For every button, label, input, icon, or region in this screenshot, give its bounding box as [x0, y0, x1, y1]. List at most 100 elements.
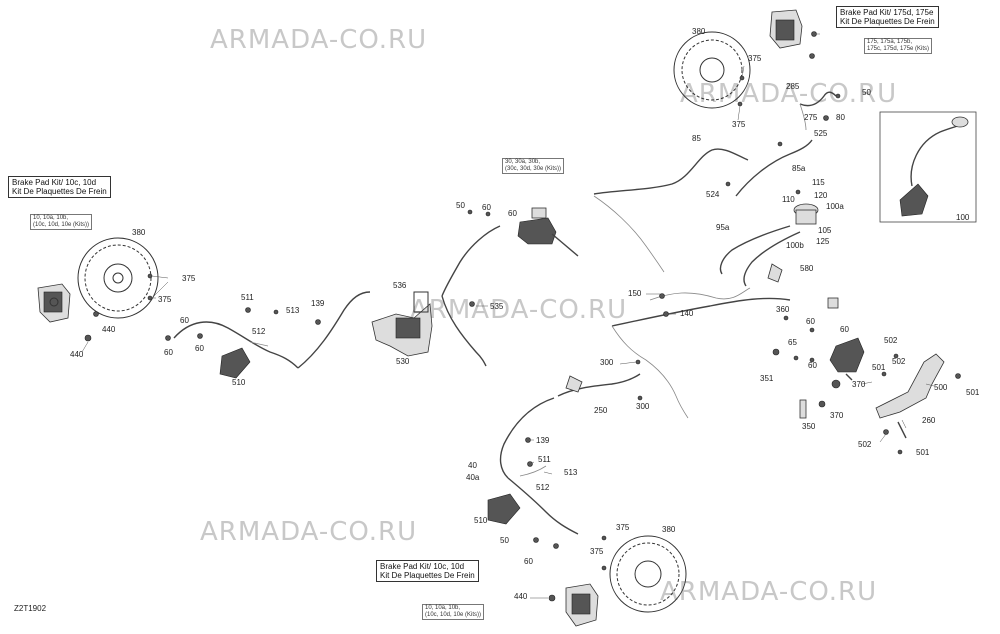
- callout: 105: [818, 226, 832, 235]
- rear-master-cylinder: [799, 297, 865, 419]
- watermark-5: ARMADA-CO.RU: [660, 577, 877, 607]
- callout: 85a: [792, 164, 806, 173]
- watermark-4: ARMADA-CO.RU: [200, 517, 417, 547]
- callout: 440: [102, 325, 116, 334]
- callout: 380: [132, 228, 146, 237]
- callout: 60: [524, 557, 533, 566]
- callout: 535: [490, 302, 504, 311]
- callout: 60: [180, 316, 189, 325]
- callout: 351: [760, 374, 774, 383]
- callout: 380: [662, 525, 676, 534]
- callout: 440: [70, 350, 84, 359]
- callout: 60: [508, 209, 517, 218]
- kit-note-line: 10, 10a, 10b,: [33, 215, 69, 221]
- kit-note-line: 30, 30a, 30b,: [505, 159, 541, 165]
- brake-pedal: [875, 353, 961, 455]
- callout: 60: [164, 348, 173, 357]
- kit-note-line: (10c, 10d, 10e (Kits)): [33, 222, 90, 228]
- callout: 524: [706, 190, 720, 199]
- callout: 512: [536, 483, 550, 492]
- callout: 525: [814, 129, 828, 138]
- callout: 50: [862, 88, 871, 97]
- brake-pad-kit-box-front-right: Brake Pad Kit/ 10c, 10d Kit De Plaquette…: [376, 560, 479, 582]
- brake-line-front-right: [499, 397, 579, 535]
- callout: 60: [482, 203, 491, 212]
- callout: 285: [786, 82, 800, 91]
- brake-hoses: [719, 225, 801, 287]
- callout: 502: [892, 357, 906, 366]
- brake-pad-kit-box-rear: Brake Pad Kit/ 175d, 175e Kit De Plaquet…: [836, 6, 939, 28]
- kit-note-line: 175, 175a, 175b,: [867, 39, 913, 45]
- callout: 500: [934, 383, 948, 392]
- callout: 120: [814, 191, 828, 200]
- misc-hardware: [467, 141, 815, 401]
- callout: 60: [808, 361, 817, 370]
- callout: 60: [840, 325, 849, 334]
- callout: 380: [692, 27, 706, 36]
- callout: 125: [816, 237, 830, 246]
- kit-box-line: Brake Pad Kit/ 10c, 10d: [380, 562, 465, 571]
- callout: 375: [590, 547, 604, 556]
- rear-brake: [673, 9, 841, 131]
- callout: 502: [884, 336, 898, 345]
- kit-box-line: Kit De Plaquettes De Frein: [380, 571, 475, 580]
- callout: 513: [286, 306, 300, 315]
- callout: 139: [311, 299, 325, 308]
- callout: 100a: [826, 202, 844, 211]
- drawing-number: Z2T1902: [14, 604, 47, 613]
- bracket-510-right: [487, 493, 521, 525]
- callout: 80: [836, 113, 845, 122]
- callout: 440: [514, 592, 528, 601]
- abs-module: [371, 291, 433, 357]
- master-cylinder-assembly: [441, 207, 579, 367]
- callout: 580: [800, 264, 814, 273]
- kit-note-rear: 175, 175a, 175b, 175c, 175d, 175e (Kits): [864, 38, 933, 54]
- kit-box-line: Brake Pad Kit/ 175d, 175e: [840, 8, 934, 17]
- watermark-1: ARMADA-CO.RU: [210, 25, 427, 55]
- main-brake-lines: [557, 139, 813, 419]
- watermarks: ARMADA-CO.RU ARMADA-CO.RU ARMADA-CO.RU A…: [200, 25, 896, 607]
- callout: 501: [916, 448, 930, 457]
- callout: 250: [594, 406, 608, 415]
- callout: 370: [830, 411, 844, 420]
- callout: 530: [396, 357, 410, 366]
- callout: 50: [500, 536, 509, 545]
- callout: 510: [474, 516, 488, 525]
- callout: 360: [776, 305, 790, 314]
- callout: 511: [241, 293, 254, 302]
- callout: 375: [748, 54, 762, 63]
- kit-box-line: Brake Pad Kit/ 10c, 10d: [12, 178, 97, 187]
- callout: 513: [564, 468, 578, 477]
- callout: 375: [182, 274, 196, 283]
- kit-note-front-right: 10, 10a, 10b, (10c, 10d, 10e (Kits)): [422, 604, 485, 620]
- callout: 501: [872, 363, 886, 372]
- callout: 375: [158, 295, 172, 304]
- callout: 536: [393, 281, 407, 290]
- callout: 85: [692, 134, 701, 143]
- callout: 375: [732, 120, 746, 129]
- callout: 110: [782, 195, 795, 204]
- callout: 350: [802, 422, 816, 431]
- callout: 65: [788, 338, 797, 347]
- kit-note-line: 10, 10a, 10b,: [425, 605, 461, 611]
- callout: 370: [852, 380, 866, 389]
- kit-note-master: 30, 30a, 30b, (30c, 30d, 30e (Kits)): [502, 158, 565, 174]
- callout: 60: [195, 344, 204, 353]
- kit-note-line: (30c, 30d, 30e (Kits)): [505, 166, 562, 172]
- brake-pad-kit-box-front-left: Brake Pad Kit/ 10c, 10d Kit De Plaquette…: [8, 176, 111, 198]
- callout: 115: [812, 178, 825, 187]
- callout: 150: [628, 289, 642, 298]
- callout: 501: [966, 388, 980, 397]
- leader-lines: [81, 33, 935, 599]
- callout: 40a: [466, 473, 480, 482]
- callout: 510: [232, 378, 246, 387]
- kit-box-line: Kit De Plaquettes De Frein: [12, 187, 107, 196]
- callout: 100: [956, 213, 970, 222]
- callout: 60: [806, 317, 815, 326]
- callout: 300: [600, 358, 614, 367]
- reservoir-100a: [793, 203, 819, 225]
- callout: 140: [680, 309, 694, 318]
- kit-note-line: (10c, 10d, 10e (Kits)): [425, 612, 482, 618]
